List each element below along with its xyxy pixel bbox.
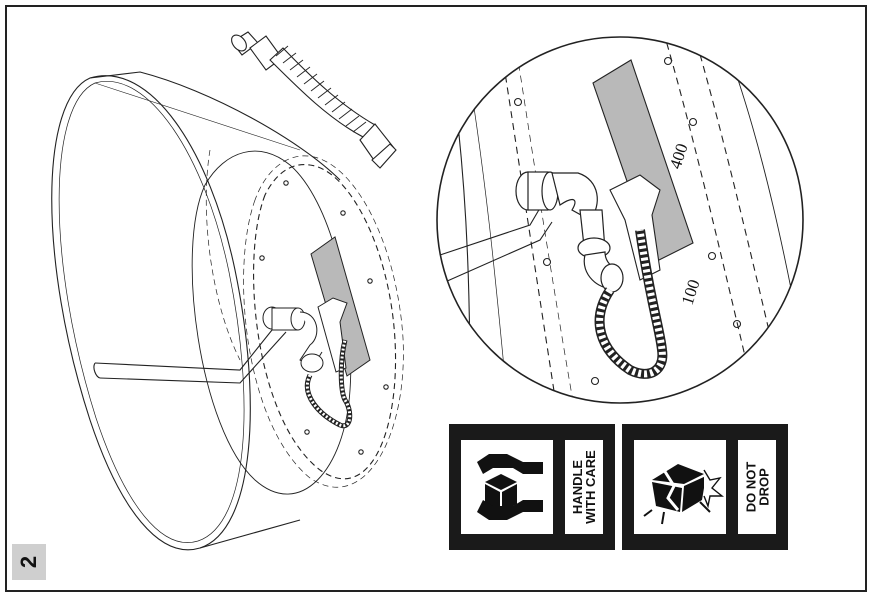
hands-holding-box-icon [461, 440, 553, 534]
figure-frame [5, 5, 867, 592]
valve-assembly-zoom [515, 171, 668, 379]
handle-with-care-label: HANDLE WITH CARE [449, 424, 615, 550]
flexible-hose-icon [231, 31, 397, 169]
tank-body [51, 71, 404, 551]
handle-with-care-text: HANDLE WITH CARE [570, 450, 599, 524]
do-not-drop-text: DO NOT DROP [743, 461, 771, 513]
broken-box-icon [634, 440, 726, 534]
step-number-badge: 2 [12, 544, 46, 580]
do-not-drop-label: DO NOT DROP [622, 424, 788, 550]
zoom-detail: 400 100 [436, 36, 804, 404]
do-not-drop-text-panel: DO NOT DROP [738, 440, 776, 534]
tank-mount-plate [310, 236, 371, 377]
handle-with-care-text-panel: HANDLE WITH CARE [565, 440, 603, 534]
tank-valve-assembly [262, 306, 353, 429]
